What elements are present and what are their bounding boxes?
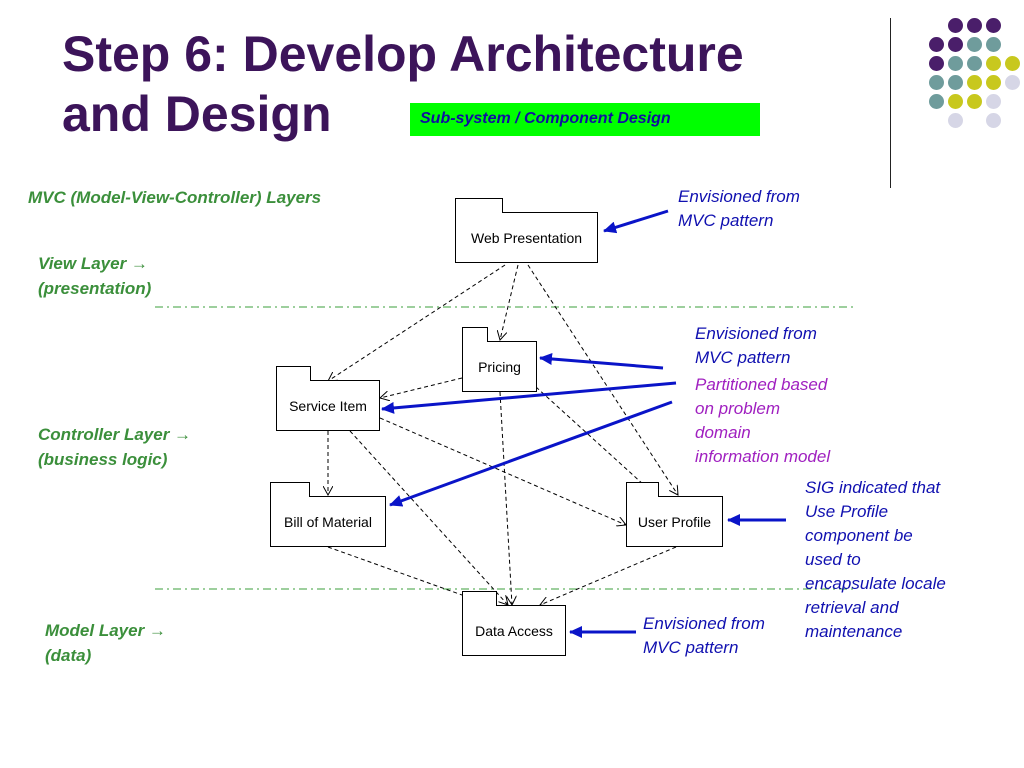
decorative-dot: [986, 56, 1001, 71]
decorative-dot: [948, 37, 963, 52]
decorative-dot: [948, 56, 963, 71]
note-data-access: Envisioned from MVC pattern: [643, 612, 765, 660]
dependency-web-to-service: [328, 264, 506, 381]
component-tab: [462, 591, 497, 606]
view-layer-line1: View Layer →: [38, 254, 148, 273]
component-user-profile: User Profile: [626, 482, 723, 547]
decorative-dot: [986, 113, 1001, 128]
component-label: User Profile: [637, 513, 712, 530]
decorative-dot: [1005, 56, 1020, 71]
note-line: MVC pattern: [678, 211, 774, 230]
decorative-dot: [986, 94, 1001, 109]
note-line: on problem: [695, 399, 781, 418]
component-pricing: Pricing: [462, 327, 537, 392]
dependency-web-to-pricing: [500, 264, 519, 340]
note-line: retrieval and: [805, 598, 899, 617]
note-line: maintenance: [805, 622, 903, 641]
controller-layer-line2: (business logic): [38, 450, 168, 469]
component-bill-of-material: Bill of Material: [270, 482, 386, 547]
note-line: Partitioned based: [695, 375, 828, 394]
note-line: Use Profile: [805, 502, 889, 521]
component-label: Service Item: [289, 397, 367, 414]
dependency-pricing-to-dataaccess: [499, 391, 512, 605]
dependency-web-to-userprofile: [527, 264, 678, 495]
note-line: domain: [695, 423, 751, 442]
decorative-dot: [929, 56, 944, 71]
decorative-dot: [967, 75, 982, 90]
decorative-dot: [967, 37, 982, 52]
dependency-pricing-to-service: [380, 377, 463, 398]
component-label: Pricing: [478, 358, 521, 375]
component-label: Bill of Material: [284, 513, 372, 530]
decorative-dot: [967, 94, 982, 109]
annotation-arrow-service: [381, 381, 677, 414]
controller-layer-label: Controller Layer → (business logic): [38, 422, 191, 472]
decorative-divider: [890, 18, 891, 188]
note-line: Envisioned from: [643, 614, 765, 633]
dependency-pricing-to-userprofile: [535, 386, 655, 495]
decorative-dot: [986, 75, 1001, 90]
controller-layer-line1: Controller Layer →: [38, 425, 192, 444]
decorative-dot: [948, 18, 963, 33]
component-tab: [455, 198, 503, 213]
note-line: component be: [805, 526, 913, 545]
decorative-dot: [967, 18, 982, 33]
annotation-arrow-web: [603, 209, 669, 234]
note-line: encapsulate locale: [805, 574, 946, 593]
decorative-dot: [986, 18, 1001, 33]
decorative-dot: [967, 56, 982, 71]
view-layer-line2: (presentation): [38, 279, 152, 298]
annotation-arrow-pricing: [539, 352, 664, 370]
component-tab: [626, 482, 659, 497]
view-layer-label: View Layer → (presentation): [38, 251, 151, 301]
decorative-dot: [929, 37, 944, 52]
note-partitioned: Partitioned based on problem domain info…: [695, 373, 830, 469]
decorative-dot: [929, 94, 944, 109]
note-line: Envisioned from: [695, 324, 817, 343]
note-pricing: Envisioned from MVC pattern: [695, 322, 817, 370]
component-data-access: Data Access: [462, 591, 566, 656]
dependency-userprofile-to-dataaccess: [540, 546, 677, 605]
note-line: Envisioned from: [678, 187, 800, 206]
component-tab: [276, 366, 311, 381]
component-label: Data Access: [475, 622, 553, 639]
slide-title-line2: and Design: [62, 86, 332, 142]
model-layer-line2: (data): [45, 646, 92, 665]
mvc-layers-heading: MVC (Model-View-Controller) Layers: [28, 188, 322, 207]
decorative-dot: [986, 37, 1001, 52]
annotation-arrow-bom: [389, 400, 673, 507]
note-line: SIG indicated that: [805, 478, 941, 497]
note-line: information model: [695, 447, 831, 466]
note-line: MVC pattern: [643, 638, 739, 657]
subsystem-tag: Sub-system / Component Design: [410, 103, 760, 136]
decorative-dot: [948, 75, 963, 90]
component-tab: [462, 327, 488, 342]
decorative-dot: [929, 75, 944, 90]
note-line: used to: [805, 550, 861, 569]
slide-title-line1: Step 6: Develop Architecture: [62, 26, 744, 82]
note-line: MVC pattern: [695, 348, 791, 367]
model-layer-label: Model Layer → (data): [45, 618, 166, 668]
dependency-service-to-userprofile: [379, 417, 626, 525]
note-web-presentation: Envisioned from MVC pattern: [678, 185, 800, 233]
decorative-dot: [1005, 75, 1020, 90]
component-tab: [270, 482, 310, 497]
component-label: Web Presentation: [470, 229, 583, 246]
model-layer-line1: Model Layer →: [45, 621, 166, 640]
decorative-dot: [948, 94, 963, 109]
component-web-presentation: Web Presentation: [455, 198, 598, 263]
note-sig-user-profile: SIG indicated that Use Profile component…: [805, 476, 946, 644]
decorative-dot: [948, 113, 963, 128]
slide-title: Step 6: Develop Architecture and Design: [62, 24, 744, 144]
component-service-item: Service Item: [276, 366, 380, 431]
